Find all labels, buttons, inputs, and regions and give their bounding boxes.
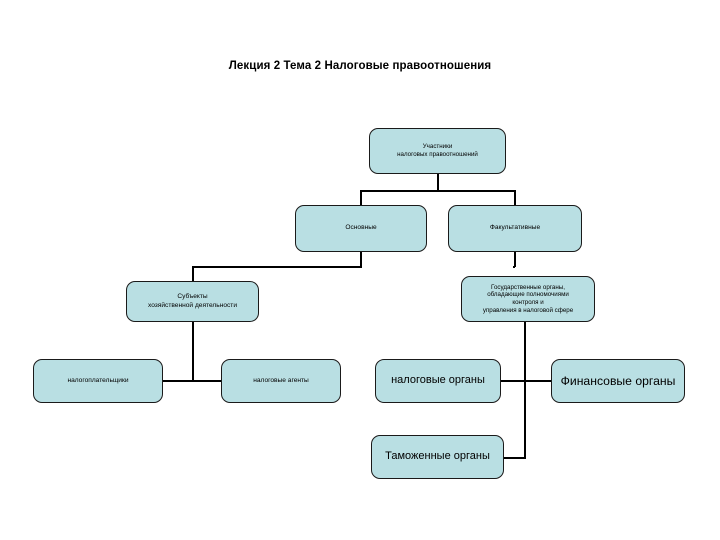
- connector-to-main: [360, 190, 362, 205]
- node-taxpayers[interactable]: налогоплательщики: [33, 359, 163, 403]
- connector-tax-authorities: [501, 380, 526, 382]
- node-tax-authorities[interactable]: налоговые органы: [375, 359, 501, 403]
- connector-state-stem: [524, 322, 526, 458]
- node-tax-agents[interactable]: налоговые агенты: [221, 359, 341, 403]
- node-tax-authorities-label: налоговые органы: [391, 374, 485, 387]
- node-participants[interactable]: Участники налоговых правоотношений: [369, 128, 506, 174]
- node-main[interactable]: Основные: [295, 205, 427, 252]
- connector-optional-elbow: [513, 266, 515, 268]
- node-customs-authorities-label: Таможенные органы: [385, 450, 490, 463]
- connector-tax-agents: [192, 380, 222, 382]
- connector-optional-stem: [514, 252, 516, 267]
- connector-root-bus: [360, 190, 515, 192]
- connector-financial-authorities: [524, 380, 551, 382]
- connector-customs-authorities: [504, 457, 526, 459]
- node-financial-authorities[interactable]: Финансовые органы: [551, 359, 685, 403]
- connector-main-stem: [360, 252, 362, 267]
- node-optional-label: Факультативные: [489, 224, 541, 232]
- node-participants-label: Участники налоговых правоотношений: [397, 143, 478, 158]
- page-title: Лекция 2 Тема 2 Налоговые правоотношения: [228, 60, 492, 72]
- node-main-label: Основные: [345, 224, 377, 232]
- node-tax-agents-label: налоговые агенты: [253, 376, 309, 384]
- connector-root-stem: [437, 173, 439, 191]
- connector-to-optional: [514, 190, 516, 205]
- connector-main-elbow: [192, 266, 362, 268]
- connector-subjects-stem: [192, 322, 194, 381]
- connector-main-drop: [192, 266, 194, 281]
- connector-taxpayers: [163, 380, 194, 382]
- node-business-subjects[interactable]: Субъекты хозяйственной деятельности: [126, 281, 259, 322]
- node-taxpayers-label: налогоплательщики: [67, 376, 129, 384]
- node-financial-authorities-label: Финансовые органы: [560, 373, 676, 388]
- node-state-bodies[interactable]: Государственные органы, обладающие полно…: [461, 276, 595, 322]
- node-business-subjects-label: Субъекты хозяйственной деятельности: [147, 293, 238, 309]
- node-optional[interactable]: Факультативные: [448, 205, 582, 252]
- node-customs-authorities[interactable]: Таможенные органы: [371, 435, 504, 479]
- node-state-bodies-label: Государственные органы, обладающие полно…: [482, 283, 574, 314]
